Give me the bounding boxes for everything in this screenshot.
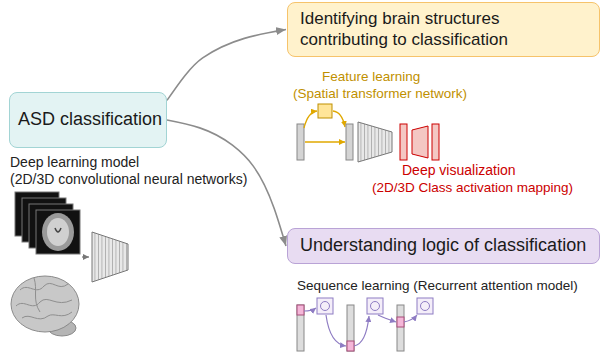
label-text: Sequence learning (Recurrent attention m… [297, 278, 578, 293]
method-label: (2D/3D Class activation mapping) [372, 178, 573, 196]
stn-arrow [333, 111, 345, 127]
cam-layer [432, 124, 439, 160]
input-bar [347, 305, 354, 351]
rnn-cell [367, 298, 383, 314]
label-text: (2D/3D convolutional neural networks) [10, 171, 247, 187]
method-label: Sequence learning (Recurrent attention m… [297, 276, 578, 294]
feature-layer [346, 124, 353, 160]
brain-slice-white-matter [47, 218, 69, 246]
label-text: Deep learning model [10, 154, 139, 170]
recurrence [421, 302, 430, 311]
connector-arrow [167, 30, 286, 101]
brain-slice [42, 213, 74, 251]
input-bar [297, 305, 304, 351]
ram-arrow [326, 315, 346, 346]
ventricle [55, 228, 61, 232]
transformer-module [318, 104, 332, 118]
stn-arrow [305, 141, 345, 142]
node-text: Identifying brain structures contributin… [300, 9, 587, 50]
method-label: Deep visualization [402, 161, 516, 179]
label-text: Feature learning [322, 69, 420, 84]
ram-illustration [297, 298, 433, 351]
node-text: Understanding logic of classification [300, 235, 586, 257]
goal-box: Understanding logic of classification [287, 228, 600, 264]
recurrence [321, 302, 330, 311]
model-box: ASD classification [9, 92, 167, 148]
cam-layer [400, 124, 407, 160]
gyrus [16, 299, 72, 306]
cnn-symbol [358, 122, 392, 162]
label-text: Deep visualization [402, 162, 516, 178]
goal-box: Identifying brain structures contributin… [287, 2, 600, 57]
ram-arrow [304, 308, 316, 311]
stn-arrow [304, 111, 317, 128]
node-text: ASD classification [18, 109, 158, 131]
glimpse [397, 317, 404, 327]
cerebrum [11, 276, 79, 332]
recurrence [371, 302, 380, 311]
ram-arrow [378, 315, 396, 322]
label-text: (Spatial transformer network) [293, 86, 467, 101]
ram-arrow [404, 315, 417, 322]
feature-layer [297, 124, 304, 160]
cam-layer [412, 126, 428, 158]
method-label: Feature learning [322, 67, 420, 85]
model-caption: (2D/3D convolutional neural networks) [10, 170, 247, 188]
input-arrow [82, 256, 89, 257]
sulcus [34, 278, 40, 312]
method-label: (Spatial transformer network) [293, 84, 467, 102]
mri-slices [15, 192, 80, 254]
mri-slice [36, 210, 80, 254]
rnn-cell [317, 298, 333, 314]
model-caption: Deep learning model [10, 153, 139, 171]
glimpse [297, 305, 304, 315]
label-text: (2D/3D Class activation mapping) [372, 180, 573, 195]
gyrus [22, 312, 72, 319]
rnn-cell [417, 298, 433, 314]
ram-arrow [354, 316, 369, 346]
input-bar [397, 305, 404, 351]
cnn-symbol [92, 232, 128, 282]
stn-illustration [297, 104, 439, 162]
glimpse [347, 341, 354, 351]
brain-3d [11, 276, 79, 336]
gyrus [20, 283, 68, 290]
